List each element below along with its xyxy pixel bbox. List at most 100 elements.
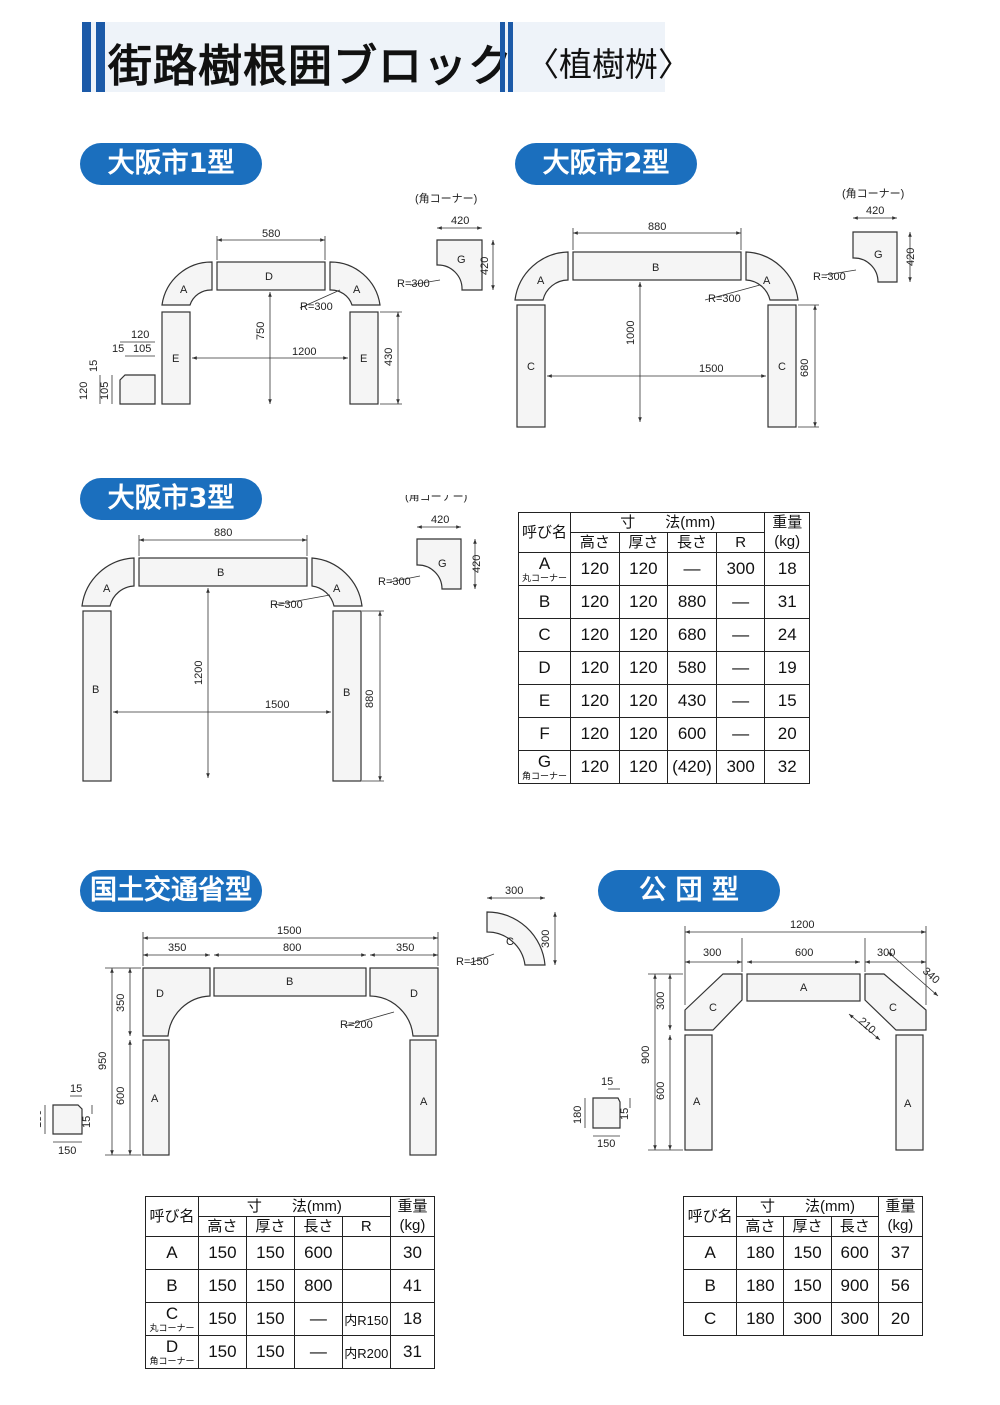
dim-1200: 1200 [292, 346, 316, 358]
th-weight-unit: (kg) [389, 1216, 436, 1237]
label-r150: R=150 [456, 956, 489, 968]
dim-420-h: 420 [431, 514, 449, 526]
block-g [436, 239, 483, 291]
table-cell: 180 [736, 1236, 785, 1270]
block-b-right [332, 610, 362, 782]
label-r300: R=300 [270, 599, 303, 611]
block-a-right [409, 1039, 437, 1156]
table-cell: 150 [245, 1335, 295, 1369]
table-cell: 18 [764, 552, 810, 586]
corner-caption: (角コーナー) [405, 495, 467, 503]
table-cell: 300 [783, 1302, 832, 1336]
table-cell: 150 [245, 1302, 295, 1336]
label-r300-g: R=300 [397, 278, 430, 290]
label-e-left: E [172, 353, 179, 365]
th-dim: 寸 法(mm) [570, 512, 766, 533]
table-cell: 120 [570, 750, 620, 784]
block-g [416, 538, 462, 590]
page-title: 街路樹根囲ブロック [108, 41, 513, 92]
table-cell [341, 1236, 391, 1270]
table-cell: 180 [736, 1269, 785, 1303]
dim-1000: 1000 [625, 321, 637, 345]
table-cell: 430 [667, 684, 717, 718]
dim-420-h: 420 [451, 215, 469, 227]
table-cell: 120 [618, 684, 669, 718]
label-r200: R=200 [340, 1019, 373, 1031]
section-label-osaka3: 大阪市3型 [80, 478, 262, 520]
th-r: R [341, 1216, 391, 1237]
title-separator [500, 22, 505, 92]
cell-subtext: 角コーナー [522, 771, 568, 781]
table-cell: 150 [197, 1302, 247, 1336]
table-cell: 900 [830, 1269, 879, 1303]
table-cell: 600 [667, 717, 717, 751]
table-cell: C [517, 618, 572, 652]
table-cell: E [517, 684, 572, 718]
table-cell: B [682, 1269, 738, 1303]
block-a-left [142, 1039, 170, 1156]
dim-1200: 1200 [790, 919, 814, 931]
label-c: C [506, 936, 514, 948]
label-a-right: A [904, 1098, 912, 1110]
dim-600: 600 [795, 947, 813, 959]
dim-150-v: 150 [40, 1110, 44, 1128]
label-b-left: B [92, 684, 99, 696]
th-dim: 寸 法(mm) [197, 1196, 391, 1217]
table-cell: A [145, 1236, 199, 1270]
table-cell: 19 [764, 651, 810, 685]
cell-subtext: 角コーナー [149, 1356, 195, 1366]
dim-420-v: 420 [905, 248, 917, 266]
dim-120-v: 120 [78, 382, 90, 400]
title-accent-left-2 [96, 22, 105, 92]
table-cell: B [145, 1269, 199, 1303]
label-a-right: A [420, 1096, 428, 1108]
table-cell: — [293, 1335, 343, 1369]
dim-880-v: 880 [364, 690, 376, 708]
label-c-left: C [709, 1002, 717, 1014]
table-cell: 600 [830, 1236, 879, 1270]
page-subtitle: 〈植樹桝〉 [526, 45, 691, 84]
diagram-kodan: 1200 300 600 300 340 210 300 900 600 15 … [572, 919, 942, 1151]
block-d-left [142, 967, 211, 1037]
dim-350-left: 350 [168, 942, 186, 954]
dim-120: 120 [131, 329, 149, 341]
table-cell: 内R150 [341, 1302, 391, 1336]
dim-300-left: 300 [703, 947, 721, 959]
table-cell: 120 [570, 717, 620, 751]
dim-15-v: 15 [619, 1108, 631, 1120]
table-cell: — [715, 717, 766, 751]
table-cell: 56 [877, 1269, 924, 1303]
label-b-top: B [217, 567, 224, 579]
dim-105-v: 105 [99, 382, 111, 400]
section-label-kodan: 公 団 型 [598, 870, 780, 912]
label-e-right: E [360, 353, 367, 365]
dim-420-v: 420 [471, 555, 483, 573]
diagram-osaka2: 880 1000 1500 680 420 420 (角コーナー) R=300 … [514, 187, 917, 428]
block-e-left [161, 311, 191, 405]
table-cell: B [517, 585, 572, 619]
block-a-right [329, 261, 381, 306]
table-cell: A [682, 1236, 738, 1270]
table-cell: C [682, 1302, 738, 1336]
block-a-left [684, 1034, 713, 1151]
th-thickness: 厚さ [618, 532, 669, 553]
table-cell: 37 [877, 1236, 924, 1270]
title-bar: 街路樹根囲ブロック 〈植樹桝〉 [82, 22, 691, 92]
th-height: 高さ [736, 1216, 785, 1237]
table-cell: 680 [667, 618, 717, 652]
dim-150: 150 [597, 1138, 615, 1150]
title-separator-2 [508, 22, 513, 92]
table-cell: 120 [570, 618, 620, 652]
dim-15-h: 15 [70, 1083, 82, 1095]
block-a-right [895, 1034, 924, 1151]
